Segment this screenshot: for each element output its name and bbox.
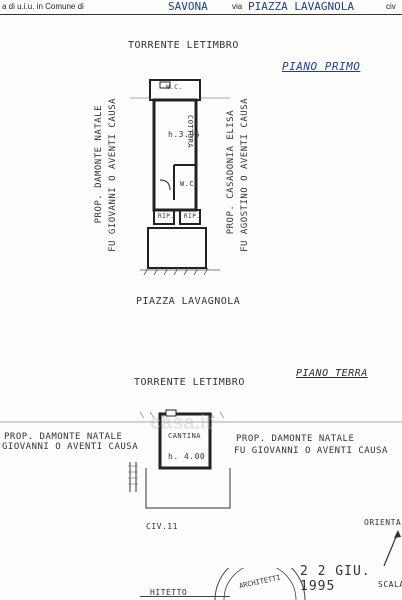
- terra-torrente-label: TORRENTE LETIMBRO: [134, 377, 245, 388]
- architect-stamp-icon: ARCHITETTI: [214, 568, 306, 600]
- primo-wc-small: W.C.: [166, 84, 183, 91]
- terra-floor-plan: [0, 409, 402, 509]
- primo-left-owner-2: FU GIOVANNI O AVENTI CAUSA: [108, 98, 118, 252]
- piano-terra-title: PIANO TERRA: [296, 368, 368, 379]
- primo-left-owner-1: PROP. DAMONTE NATALE: [94, 105, 104, 224]
- header-comune: SAVONA: [168, 0, 208, 13]
- piano-primo-title: PIANO PRIMO: [282, 60, 361, 73]
- terra-left-owner-2: GIOVANNI O AVENTI CAUSA: [2, 442, 139, 452]
- header-via: PIAZZA LAVAGNOLA: [248, 0, 354, 13]
- primo-rip-right: RIP.: [184, 213, 201, 220]
- terra-civ-label: CIV.11: [146, 522, 178, 531]
- terra-cantina-label: CANTINA: [168, 432, 202, 440]
- primo-room-height: h.3.95: [168, 130, 200, 139]
- primo-rip-left: RIP.: [158, 213, 175, 220]
- footer-rule: [140, 596, 230, 597]
- architect-stamp-text: ARCHITETTI: [238, 574, 281, 591]
- primo-floor-plan: [130, 79, 230, 276]
- primo-torrente-label: TORRENTE LETIMBRO: [128, 40, 239, 51]
- terra-room-height: h. 4.00: [168, 452, 206, 461]
- orientation-label: ORIENTA: [364, 518, 402, 527]
- header-right-code: civ: [386, 2, 396, 11]
- document-header: a di u.i.u. in Comune di SAVONA via PIAZ…: [0, 0, 402, 15]
- header-via-label: via: [232, 2, 243, 11]
- primo-wc-label: W.C.: [180, 180, 199, 188]
- terra-left-owner-1: PROP. DAMONTE NATALE: [4, 432, 123, 442]
- architetto-label: HITETTO: [150, 588, 188, 597]
- terra-right-owner-2: FU GIOVANNI O AVENTI CAUSA: [234, 446, 388, 456]
- primo-piazza-label: PIAZZA LAVAGNOLA: [136, 296, 241, 307]
- watermark: casa.it: [150, 412, 213, 434]
- primo-room-name: COTTURA: [186, 115, 194, 149]
- orientation-arrow-icon: [383, 530, 401, 567]
- primo-right-owner-2: FU AGOSTINO O AVENTI CAUSA: [240, 98, 250, 252]
- terra-right-owner-1: PROP. DAMONTE NATALE: [236, 434, 355, 444]
- stamp-date: 2 2 GIU. 1995: [300, 564, 371, 594]
- header-prefix: a di u.i.u. in Comune di: [2, 2, 84, 11]
- scala-label: SCALA: [378, 580, 402, 589]
